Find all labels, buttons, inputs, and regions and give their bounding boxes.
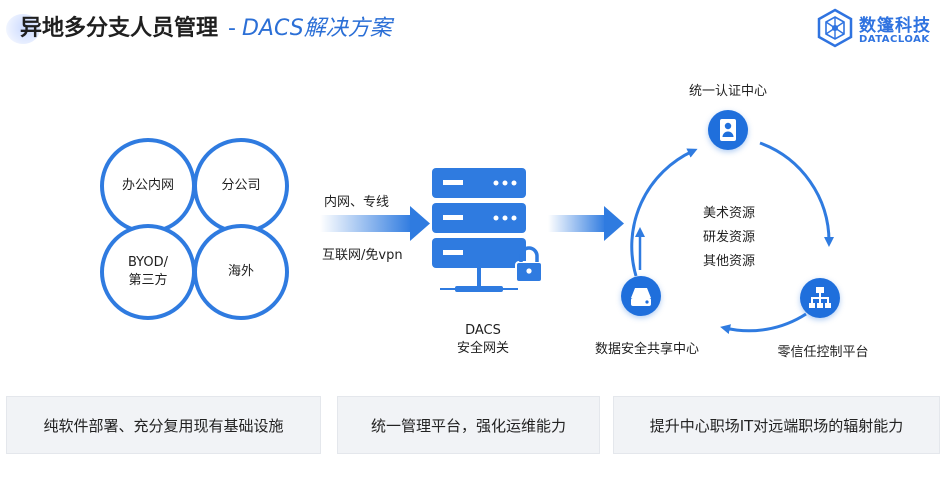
logo-name: 数篷科技: [859, 16, 931, 36]
resource-other: 其他资源: [703, 254, 756, 269]
link-intranet-label: 内网、专线: [324, 195, 390, 210]
feature-software-deploy: 纯软件部署、充分复用现有基础设施: [6, 396, 321, 454]
page-title: 异地多分支人员管理-DACS解决方案: [20, 13, 392, 45]
title-separator: -: [228, 16, 236, 41]
user-badge-icon: [708, 110, 748, 150]
data-share-label: 数据安全共享中心: [594, 342, 700, 357]
network-tree-icon: [800, 278, 840, 318]
gateway-label: DACS 安全网关: [456, 323, 510, 356]
hexagon-network-icon: [817, 8, 853, 48]
disk-drive-icon: [621, 276, 661, 316]
cycle-arrows: [630, 141, 835, 335]
gateway-server-icon: [432, 168, 526, 292]
source-branch: 分公司: [193, 138, 289, 234]
title-subtitle: DACS解决方案: [241, 16, 392, 41]
link-internet-label: 互联网/免vpn: [322, 248, 403, 263]
resource-art: 美术资源: [703, 206, 756, 221]
auth-center-label: 统一认证中心: [688, 84, 768, 99]
arrow-to-gateway: [320, 206, 430, 241]
title-main: 异地多分支人员管理: [20, 16, 219, 41]
source-office-lan: 办公内网: [100, 138, 196, 234]
company-logo: 数篷科技 DATACLOAK: [815, 8, 940, 50]
resource-rd: 研发资源: [703, 230, 756, 245]
feature-unified-platform: 统一管理平台，强化运维能力: [337, 396, 600, 454]
source-byod: BYOD/ 第三方: [100, 224, 196, 320]
lock-icon: [515, 246, 543, 283]
title-decoration: [6, 14, 40, 44]
logo-english: DATACLOAK: [859, 34, 930, 45]
arrow-to-cycle: [548, 206, 624, 241]
source-overseas: 海外: [193, 224, 289, 320]
zero-trust-label: 零信任控制平台: [777, 345, 869, 360]
feature-radiation-capability: 提升中心职场IT对远端职场的辐射能力: [613, 396, 940, 454]
